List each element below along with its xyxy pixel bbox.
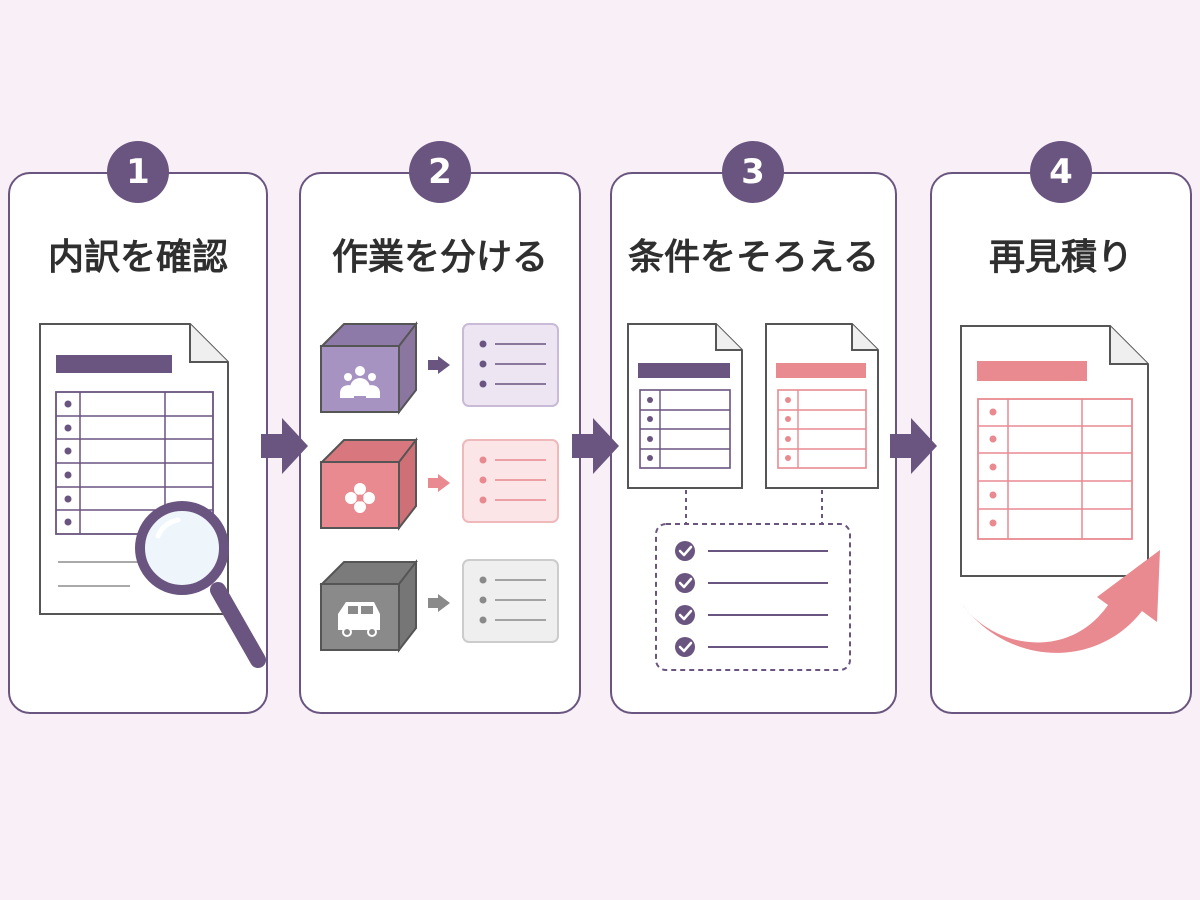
list-card-icon — [462, 439, 559, 523]
document-table-icon — [627, 323, 743, 489]
flower-box-icon — [319, 437, 418, 531]
step-title-1: 内訳を確認 — [47, 237, 228, 278]
step-title-3: 条件をそろえる — [628, 237, 879, 278]
car-box-icon — [319, 559, 418, 653]
checklist-icon — [655, 490, 851, 671]
step-title-4: 再見積り — [988, 237, 1133, 278]
arrow-right-icon — [890, 418, 937, 474]
arrow-right-icon — [261, 418, 308, 474]
curved-arrow-icon — [962, 550, 1160, 653]
step-number-badge-1: 1 — [107, 141, 169, 203]
arrow-right-icon — [428, 594, 450, 612]
list-card-icon — [462, 559, 559, 643]
magnifier-icon — [135, 501, 266, 668]
arrow-right-icon — [428, 356, 450, 374]
people-box-icon — [319, 321, 418, 415]
step-title-2: 作業を分ける — [331, 237, 548, 278]
document-table-icon — [960, 325, 1149, 577]
arrow-right-icon — [572, 418, 619, 474]
list-card-icon — [462, 323, 559, 407]
document-table-icon — [765, 323, 879, 489]
step-number-badge-2: 2 — [409, 141, 471, 203]
step-number-badge-4: 4 — [1030, 141, 1092, 203]
arrow-right-icon — [428, 474, 450, 492]
step-number-badge-3: 3 — [722, 141, 784, 203]
